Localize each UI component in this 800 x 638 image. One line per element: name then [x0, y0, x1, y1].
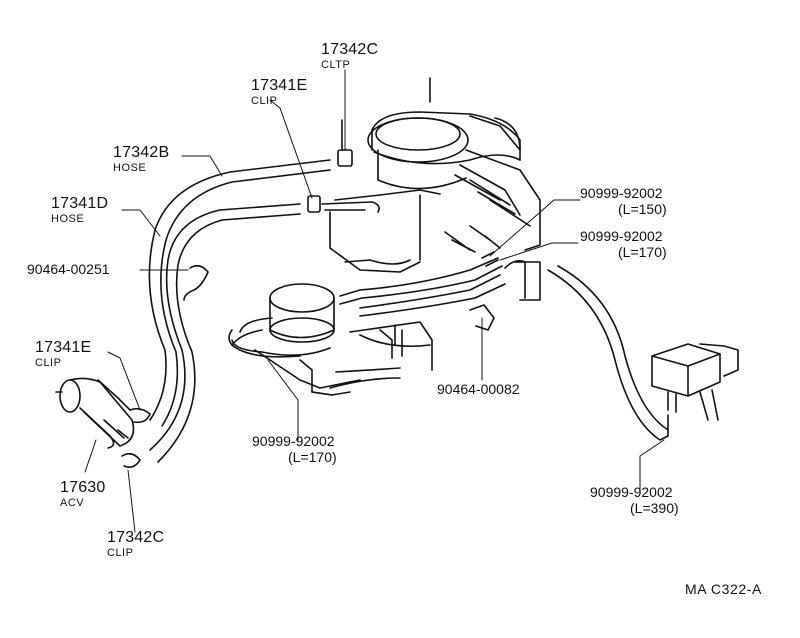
part-description: HOSE — [51, 213, 85, 225]
hoses — [148, 159, 669, 463]
part-number: 90999-92002 — [580, 185, 663, 201]
callout-90999-92002-170-right: 90999-92002 (L=170) — [580, 229, 667, 259]
hose-length: (L=170) — [288, 449, 337, 465]
part-number: 90999-92002 — [252, 433, 335, 449]
callout-90464-00251: 90464-00251 — [27, 262, 110, 276]
part-number: 17342C — [321, 41, 379, 58]
hose-length: (L=170) — [618, 244, 667, 260]
hose-length: (L=390) — [630, 500, 679, 516]
part-number: 90464-00251 — [27, 261, 110, 277]
part-number: 17341E — [251, 77, 308, 94]
callout-90999-92002-150: 90999-92002 (L=150) — [580, 186, 667, 216]
part-number: 90999-92002 — [580, 228, 663, 244]
part-description: CLIP — [251, 95, 278, 107]
clips — [121, 119, 499, 468]
callout-90999-92002-170-bottom: 90999-92002 (L=170) — [252, 434, 337, 464]
part-number: 17342B — [113, 144, 170, 161]
callout-17341e-top: 17341E CLIP — [251, 78, 307, 107]
callout-17341e-left: 17341E CLIP — [35, 340, 91, 369]
part-number: 17341E — [35, 339, 92, 356]
leader-lines — [84, 69, 665, 533]
acv-valve — [55, 377, 135, 449]
part-number: 17630 — [60, 479, 106, 496]
part-description: CLIP — [35, 357, 62, 369]
vsv-box — [651, 343, 739, 421]
diagram-code: MA C322-A — [685, 581, 762, 597]
part-description: CLTP — [321, 59, 351, 71]
air-cleaner-assembly — [329, 77, 541, 301]
chamber-assembly — [231, 283, 433, 396]
part-description: CLIP — [107, 547, 134, 559]
callout-17630: 17630 ACV — [60, 480, 106, 509]
part-description: ACV — [60, 497, 85, 509]
callout-90999-92002-390: 90999-92002 (L=390) — [590, 485, 679, 515]
callout-17341d: 17341D HOSE — [51, 196, 108, 225]
callout-90464-00082: 90464-00082 — [437, 382, 520, 396]
part-number: 17341D — [51, 195, 109, 212]
callout-17342c-top: 17342C CLTP — [321, 42, 378, 71]
hose-length: (L=150) — [618, 201, 667, 217]
part-number: 17342C — [107, 529, 165, 546]
callout-17342c-bottom: 17342C CLIP — [107, 530, 164, 559]
part-number: 90464-00082 — [437, 381, 520, 397]
part-description: HOSE — [113, 162, 147, 174]
part-number: 90999-92002 — [590, 484, 673, 500]
callout-17342b: 17342B HOSE — [113, 145, 169, 174]
